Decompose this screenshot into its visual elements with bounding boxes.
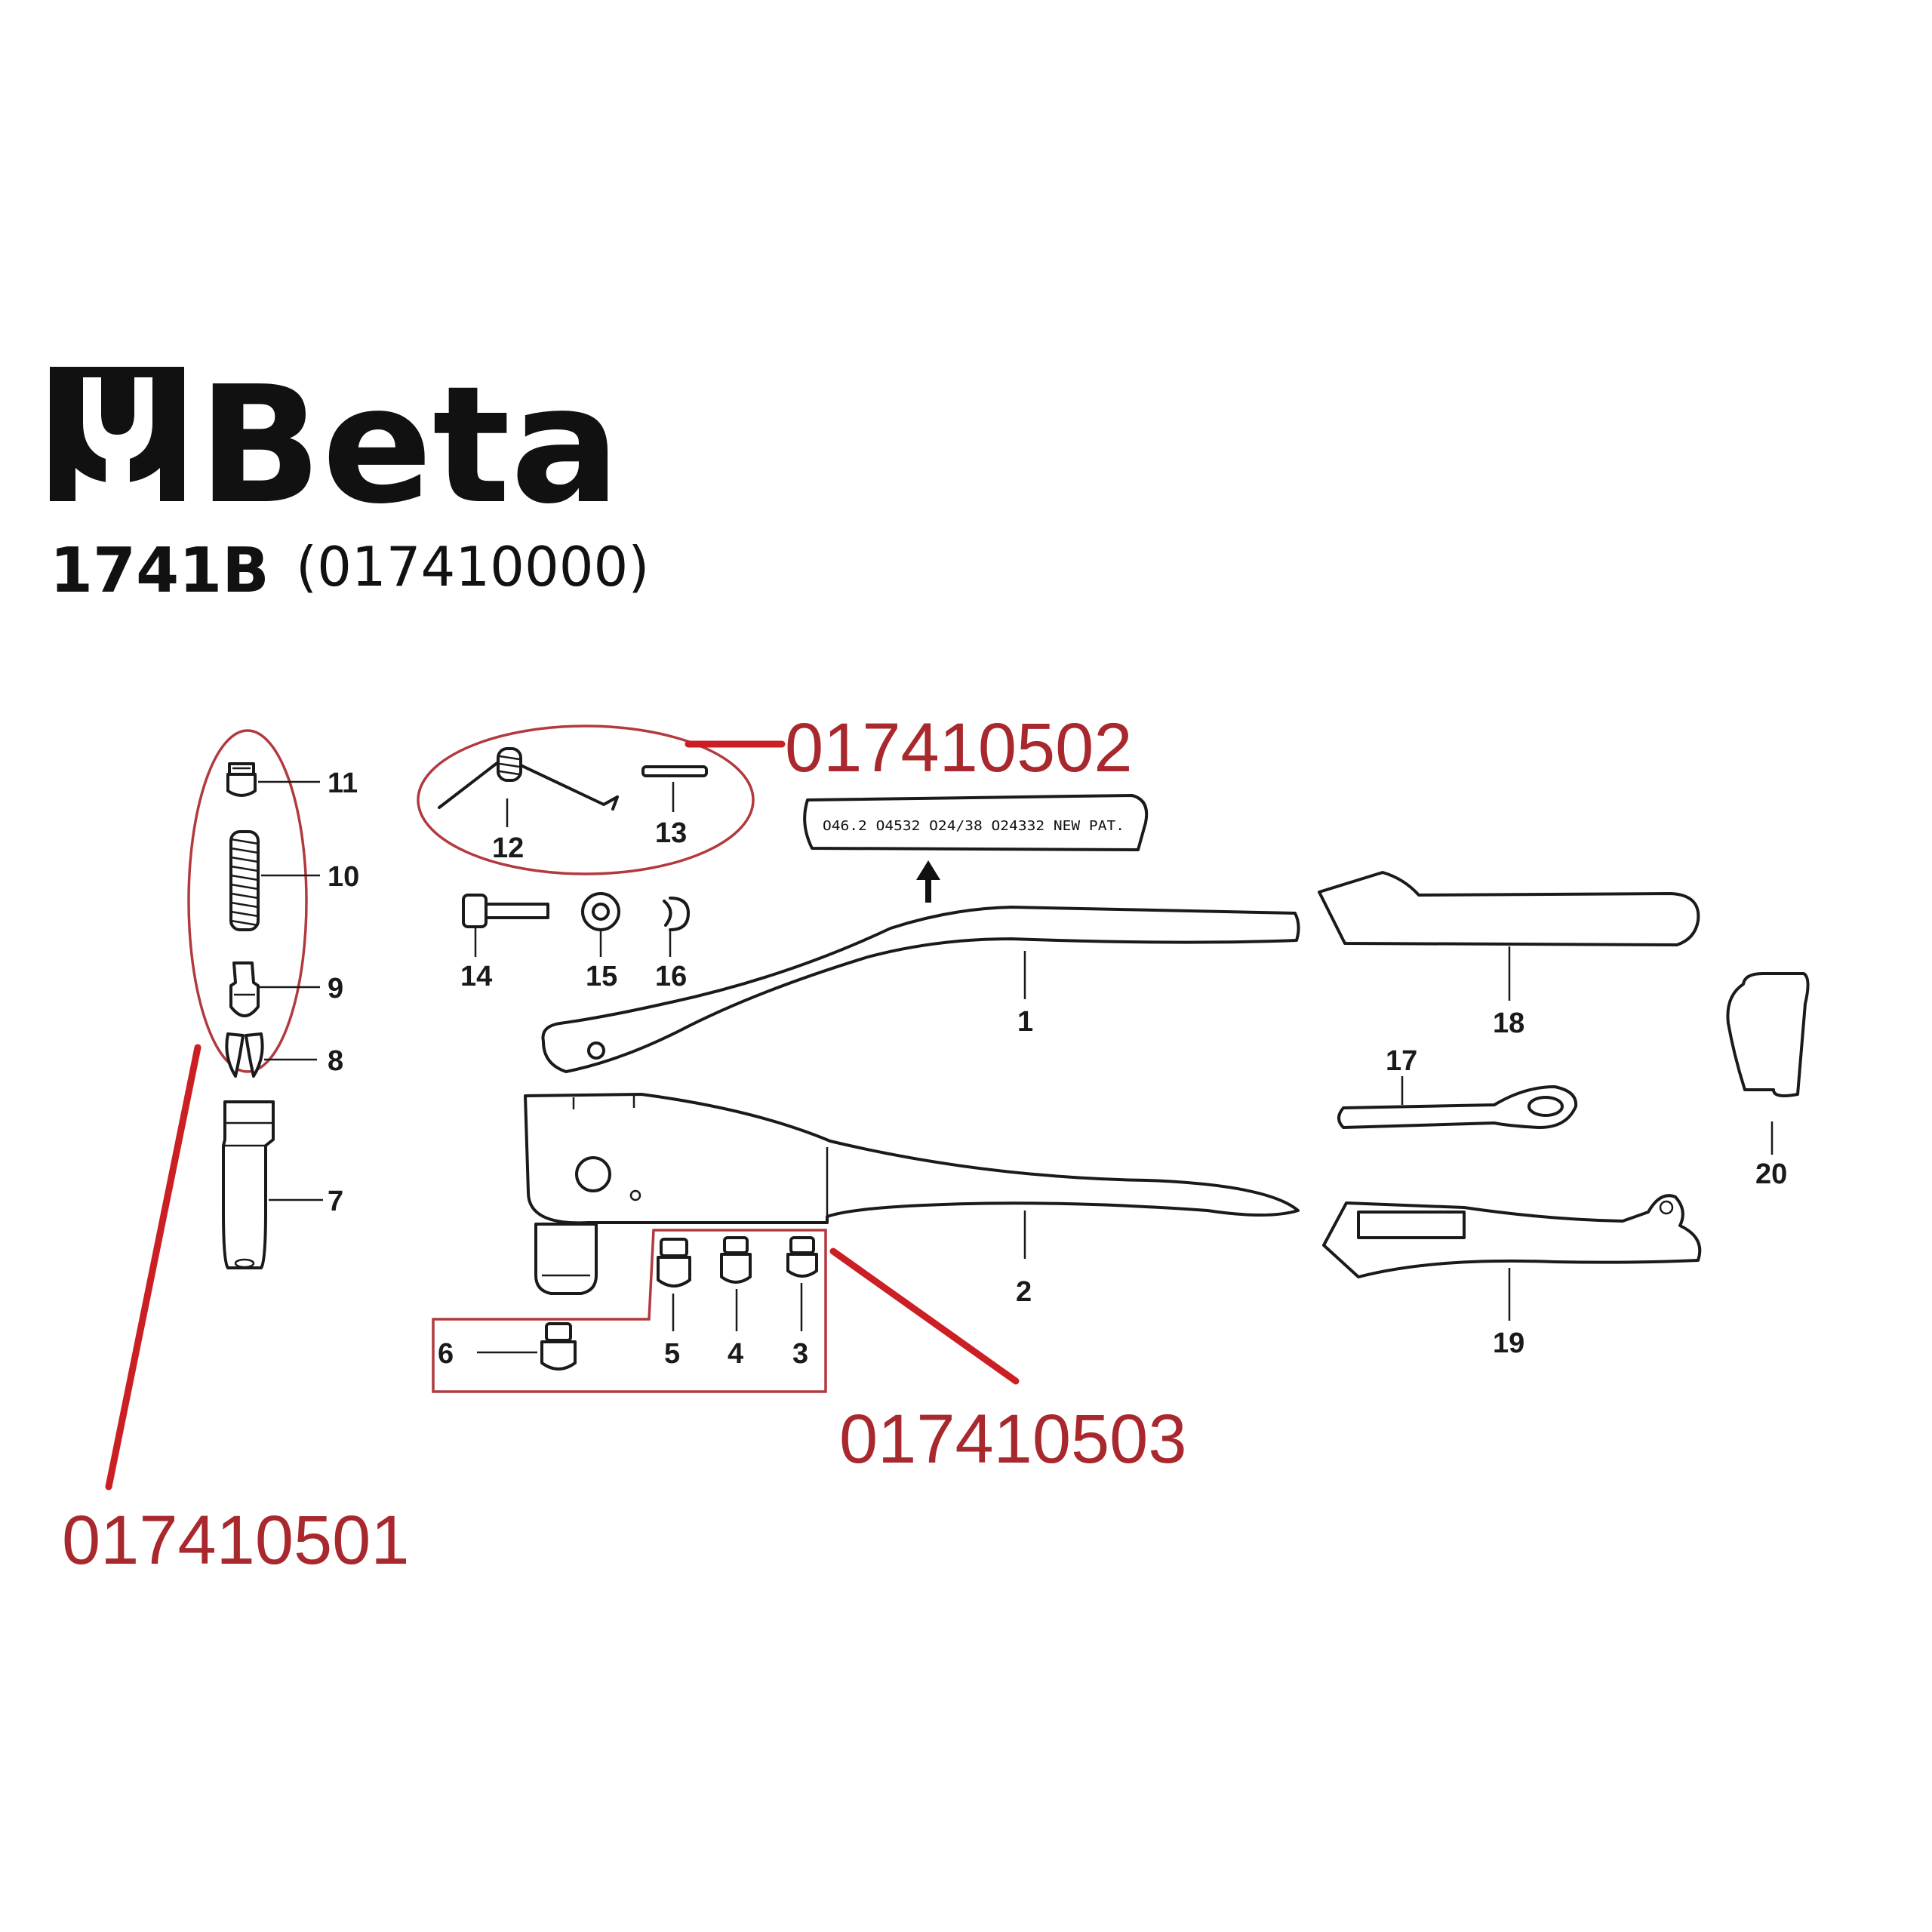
part-18-label: 18 (1493, 1008, 1524, 1039)
part-13-rod (641, 765, 708, 777)
part-19-label: 19 (1493, 1327, 1524, 1359)
kit-017410503-code: 017410503 (839, 1401, 1187, 1478)
kit-017410503-outline (432, 1229, 827, 1393)
beta-logo: Beta (50, 352, 620, 540)
part-8-label: 8 (328, 1045, 343, 1077)
part-8-jaws (225, 1032, 264, 1078)
part-10-label: 10 (328, 861, 359, 893)
product-code: (017410000) (296, 535, 649, 598)
part-20-label: 20 (1755, 1158, 1787, 1190)
part-13-label: 13 (655, 817, 687, 849)
kit-017410502-code: 017410502 (785, 709, 1133, 786)
kit-017410503-pointer (829, 1247, 1020, 1385)
brand-name: Beta (198, 352, 620, 540)
part-2-body (524, 1093, 1300, 1295)
part-12-torsion-spring (438, 747, 619, 811)
part-11-label: 11 (328, 768, 358, 799)
part-19-lower-grip (1322, 1194, 1702, 1278)
part-16-label: 16 (655, 961, 687, 992)
part-17-link (1337, 1085, 1578, 1129)
part-1-upper-handle (541, 906, 1300, 1073)
part-3-label: 3 (792, 1338, 808, 1370)
part-1-label: 1 (1017, 1006, 1033, 1038)
name-plate: O46.2 O4532 O24/38 O24332 NEW PAT. (803, 794, 1149, 851)
part-4-label: 4 (728, 1338, 743, 1370)
part-11-screw (226, 762, 257, 797)
part-6-label: 6 (438, 1338, 454, 1370)
part-16-clip (663, 897, 690, 931)
model-number: 1741B (50, 535, 269, 607)
part-20-end-cap (1726, 972, 1810, 1097)
part-15-washer (581, 892, 620, 931)
arrow-up-icon (916, 860, 940, 880)
kit-017410501-outline (187, 729, 308, 1073)
part-9-label: 9 (328, 973, 343, 1004)
kit-017410502-outline (417, 724, 755, 875)
part-14-label: 14 (460, 961, 492, 992)
part-5-nosepiece (657, 1238, 691, 1287)
part-2-label: 2 (1016, 1276, 1032, 1308)
part-12-label: 12 (492, 832, 524, 864)
part-14-bolt (462, 894, 549, 928)
part-7-sleeve (222, 1100, 275, 1269)
plate-markings: O46.2 O4532 O24/38 O24332 NEW PAT. (823, 818, 1124, 834)
part-6-nosepiece (540, 1322, 577, 1371)
part-7-label: 7 (328, 1186, 343, 1217)
part-17-label: 17 (1386, 1045, 1417, 1077)
kit-017410501-pointer (105, 1044, 202, 1491)
kit-017410501-code: 017410501 (62, 1502, 410, 1579)
part-5-label: 5 (664, 1338, 680, 1370)
part-15-label: 15 (586, 961, 617, 992)
part-9-pin (229, 961, 260, 1017)
part-4-nosepiece (720, 1236, 752, 1284)
part-10-spring (229, 830, 260, 931)
part-18-upper-grip (1318, 871, 1700, 946)
part-3-nosepiece (786, 1236, 818, 1278)
